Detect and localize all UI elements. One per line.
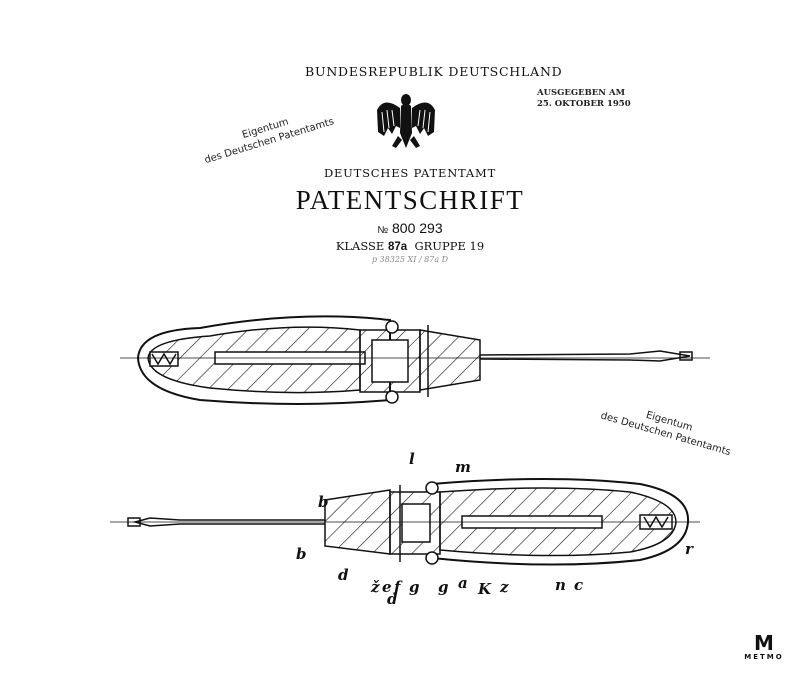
metmo-logo: M METMO — [744, 633, 784, 661]
logo-word: METMO — [744, 653, 784, 661]
figure-label: g — [438, 578, 449, 596]
klasse-value: 87a — [387, 241, 408, 253]
issued-date: 25. OKTOBER 1950 — [537, 99, 631, 109]
figure-label: g — [409, 578, 420, 596]
patent-number: № 800 293 — [360, 220, 460, 236]
federal-eagle-icon — [377, 94, 435, 148]
gruppe-value: 19 — [469, 239, 485, 253]
screwdriver-figure-bottom — [110, 478, 700, 566]
figure-label: b — [318, 493, 329, 511]
figure-label: d — [387, 590, 398, 608]
ownership-stamp: Eigentum des Deutschen Patentamts — [199, 103, 335, 167]
figure-label: a — [458, 574, 468, 592]
figure-label: l — [409, 450, 415, 468]
country-heading: BUNDESREPUBLIK DEUTSCHLAND — [305, 64, 563, 79]
issue-date-block: AUSGEGEBEN AM 25. OKTOBER 1950 — [537, 88, 631, 110]
logo-mark: M — [754, 631, 774, 655]
figure-label: r — [685, 540, 693, 558]
screwdriver-figure-top — [120, 315, 710, 405]
figure-label: b — [296, 545, 307, 563]
number-prefix: № — [377, 225, 389, 236]
figure-label: m — [455, 458, 471, 476]
number-value: 800 293 — [392, 220, 443, 236]
figure-label: e — [382, 578, 392, 596]
figure-label: n — [555, 576, 566, 594]
document-title: PATENTSCHRIFT — [295, 185, 525, 215]
office-heading: DEUTSCHES PATENTAMT — [323, 166, 497, 180]
figure-label: z — [500, 578, 509, 596]
classification: KLASSE 87a GRUPPE 19 — [320, 239, 500, 253]
figure-label: c — [574, 576, 584, 594]
reference-code: p 38325 XI / 87a D — [371, 255, 449, 264]
figure-label: f — [394, 578, 401, 596]
figure-label: ž — [371, 578, 380, 596]
klasse-label: KLASSE — [335, 239, 385, 253]
figure-label: d — [338, 566, 349, 584]
gruppe-label: GRUPPE — [414, 239, 466, 253]
issued-label: AUSGEGEBEN AM — [537, 88, 626, 98]
figure-label: K — [478, 580, 492, 598]
